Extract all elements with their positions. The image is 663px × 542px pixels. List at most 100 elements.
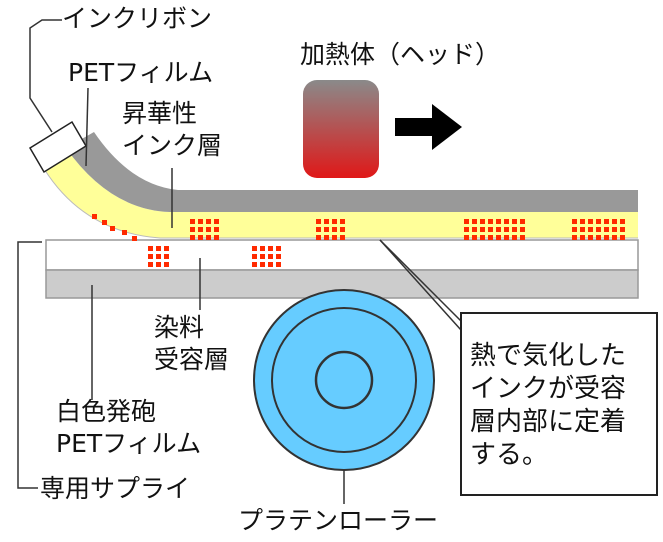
ink-dot <box>206 227 211 232</box>
ink-dot <box>596 227 601 232</box>
ink-dot <box>488 219 493 224</box>
ink-dot <box>464 235 469 240</box>
ink-dot <box>190 219 195 224</box>
ink-dot <box>588 235 593 240</box>
ribbon-pet-band <box>66 132 638 212</box>
ink-dot <box>148 246 153 251</box>
ink-dot <box>488 235 493 240</box>
ink-dot <box>620 235 625 240</box>
ink-dot <box>496 235 501 240</box>
ink-dot <box>464 227 469 232</box>
ink-dot <box>164 246 169 251</box>
ink-dot <box>496 227 501 232</box>
ink-dot <box>164 254 169 259</box>
ink-dot <box>480 219 485 224</box>
ink-dot <box>198 219 203 224</box>
ink-dot <box>260 254 265 259</box>
ink-dot <box>520 227 525 232</box>
ink-dot <box>268 254 273 259</box>
ink-dots <box>92 214 625 267</box>
ink-dot <box>276 262 281 267</box>
ink-layer-band <box>40 148 638 238</box>
ink-dot <box>512 235 517 240</box>
ink-dot <box>512 227 517 232</box>
ink-dot <box>190 235 195 240</box>
ink-dot <box>496 219 501 224</box>
ink-dot <box>604 235 609 240</box>
ink-dot <box>316 227 321 232</box>
ink-dot <box>164 262 169 267</box>
ink-dot <box>252 254 257 259</box>
ink-dot <box>504 227 509 232</box>
ink-dot <box>198 235 203 240</box>
ink-dot <box>504 219 509 224</box>
ink-dot <box>620 227 625 232</box>
ink-dot <box>214 235 219 240</box>
ink-dot <box>472 219 477 224</box>
ink-dot <box>252 262 257 267</box>
ink-dot <box>612 235 617 240</box>
ink-dot <box>340 219 345 224</box>
ink-dot <box>198 227 203 232</box>
ink-dot <box>604 227 609 232</box>
ink-dot <box>122 230 127 235</box>
ink-dot <box>316 235 321 240</box>
ink-dot <box>340 235 345 240</box>
ink-dot <box>148 262 153 267</box>
dye-receiving-layer-label: 染料 受容層 <box>154 313 230 374</box>
leader-lines <box>17 19 471 504</box>
ink-dot <box>512 219 517 224</box>
ink-dot <box>268 246 273 251</box>
ink-dot <box>580 227 585 232</box>
ink-dot <box>520 219 525 224</box>
ink-dot <box>156 254 161 259</box>
ink-dot <box>572 219 577 224</box>
note-text: 熱で気化した インクが受容 層内部に定着 する。 <box>470 341 627 470</box>
ink-dot <box>572 235 577 240</box>
ink-dot <box>332 227 337 232</box>
ink-dot <box>260 246 265 251</box>
right-arrow-icon <box>395 104 462 150</box>
ink-dot <box>472 227 477 232</box>
platen-roller-label: プラテンローラー <box>238 506 439 535</box>
ink-dot <box>276 246 281 251</box>
ink-dot <box>580 219 585 224</box>
ink-dot <box>156 246 161 251</box>
ink-dot <box>156 262 161 267</box>
ink-dot <box>316 219 321 224</box>
ink-dot <box>464 219 469 224</box>
ink-dot <box>520 235 525 240</box>
sublimation-ink-layer-label: 昇華性 インク層 <box>122 99 223 160</box>
platen-roller <box>253 289 435 471</box>
white-foam-pet-film-label: 白色発砲 PETフィルム <box>56 397 202 458</box>
ink-dot <box>324 219 329 224</box>
ink-dot <box>620 219 625 224</box>
ink-ribbon-label: インクリボン <box>62 4 213 33</box>
ink-dot <box>324 235 329 240</box>
heating-head-label: 加熱体（ヘッド） <box>300 40 501 69</box>
ink-dot <box>612 219 617 224</box>
ink-dot <box>340 227 345 232</box>
dedicated-supply-label: 専用サプライ <box>40 474 191 503</box>
ink-dot <box>206 219 211 224</box>
ink-dot <box>488 227 493 232</box>
dye-receiving-layer <box>45 239 639 271</box>
ink-dot <box>252 246 257 251</box>
ink-dot <box>132 236 137 241</box>
ink-dot <box>260 262 265 267</box>
ink-dot <box>480 227 485 232</box>
pet-film-label: PETフィルム <box>68 58 214 87</box>
ink-dot <box>588 219 593 224</box>
ink-dot <box>480 235 485 240</box>
ink-dot <box>588 227 593 232</box>
ink-dot <box>92 214 97 219</box>
ink-dot <box>504 235 509 240</box>
ink-dot <box>572 227 577 232</box>
ink-dot <box>596 235 601 240</box>
ink-dot <box>268 262 273 267</box>
ink-dot <box>148 254 153 259</box>
ink-dot <box>604 219 609 224</box>
ink-dot <box>612 227 617 232</box>
ink-dot <box>332 235 337 240</box>
